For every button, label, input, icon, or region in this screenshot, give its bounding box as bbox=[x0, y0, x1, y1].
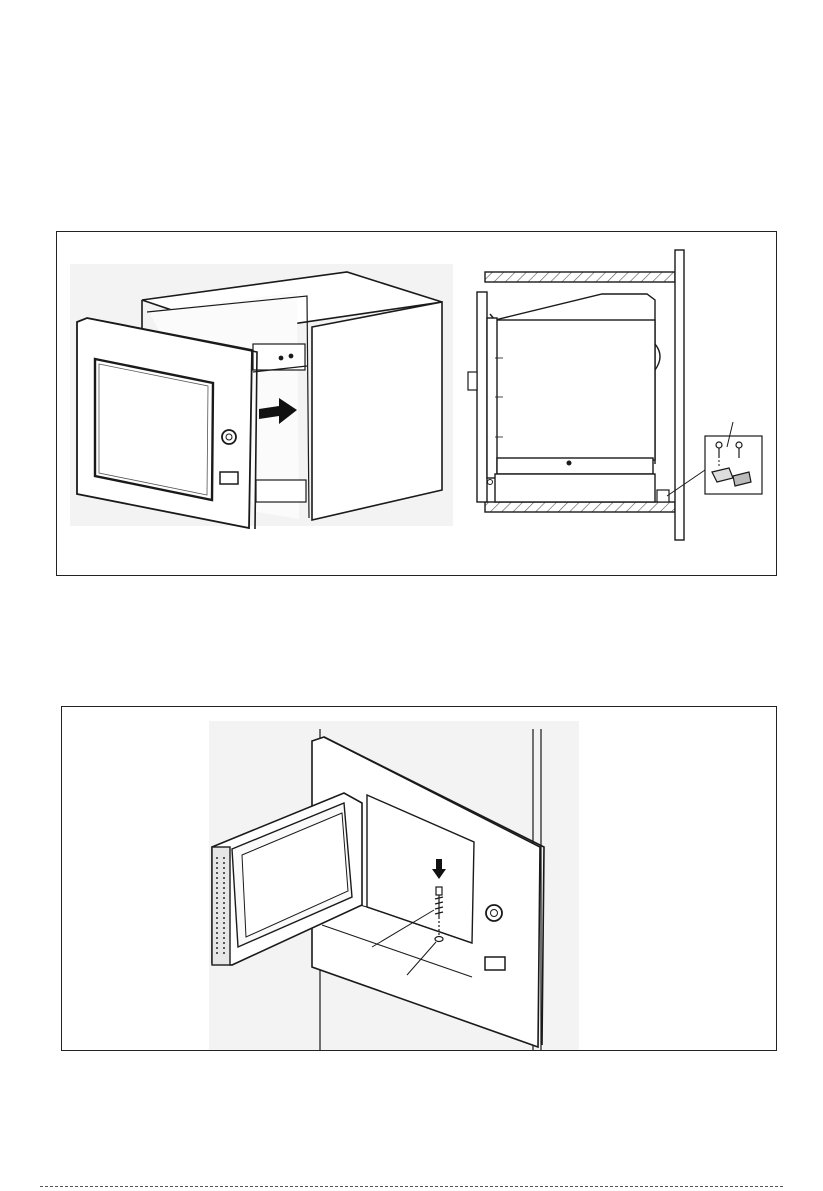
figure-1-illustration bbox=[57, 232, 776, 575]
oven-front-frame bbox=[77, 318, 257, 529]
oven-insertion-perspective bbox=[70, 264, 453, 529]
door-release-button-icon bbox=[220, 472, 238, 484]
figure-2-illustration bbox=[62, 707, 776, 1050]
bracket-detail-inset bbox=[705, 422, 762, 494]
upper-shelf-hatched bbox=[485, 272, 675, 282]
page-footer-rule bbox=[40, 1186, 783, 1187]
control-knob-icon bbox=[222, 430, 236, 444]
door-open-screw-fixing bbox=[209, 721, 579, 1050]
side-section-mounting bbox=[468, 250, 762, 540]
oven-body-section bbox=[487, 294, 660, 502]
detail-leader-line bbox=[667, 470, 705, 496]
control-knob-icon bbox=[486, 905, 502, 921]
back-wall bbox=[675, 250, 684, 540]
front-frame-section bbox=[477, 292, 487, 502]
knob-section bbox=[468, 372, 477, 390]
door-release-button-icon bbox=[485, 957, 505, 970]
figure-installation-screw-fixing bbox=[61, 706, 777, 1051]
figure-installation-slide-in bbox=[56, 231, 777, 576]
lower-shelf-hatched bbox=[485, 502, 675, 512]
